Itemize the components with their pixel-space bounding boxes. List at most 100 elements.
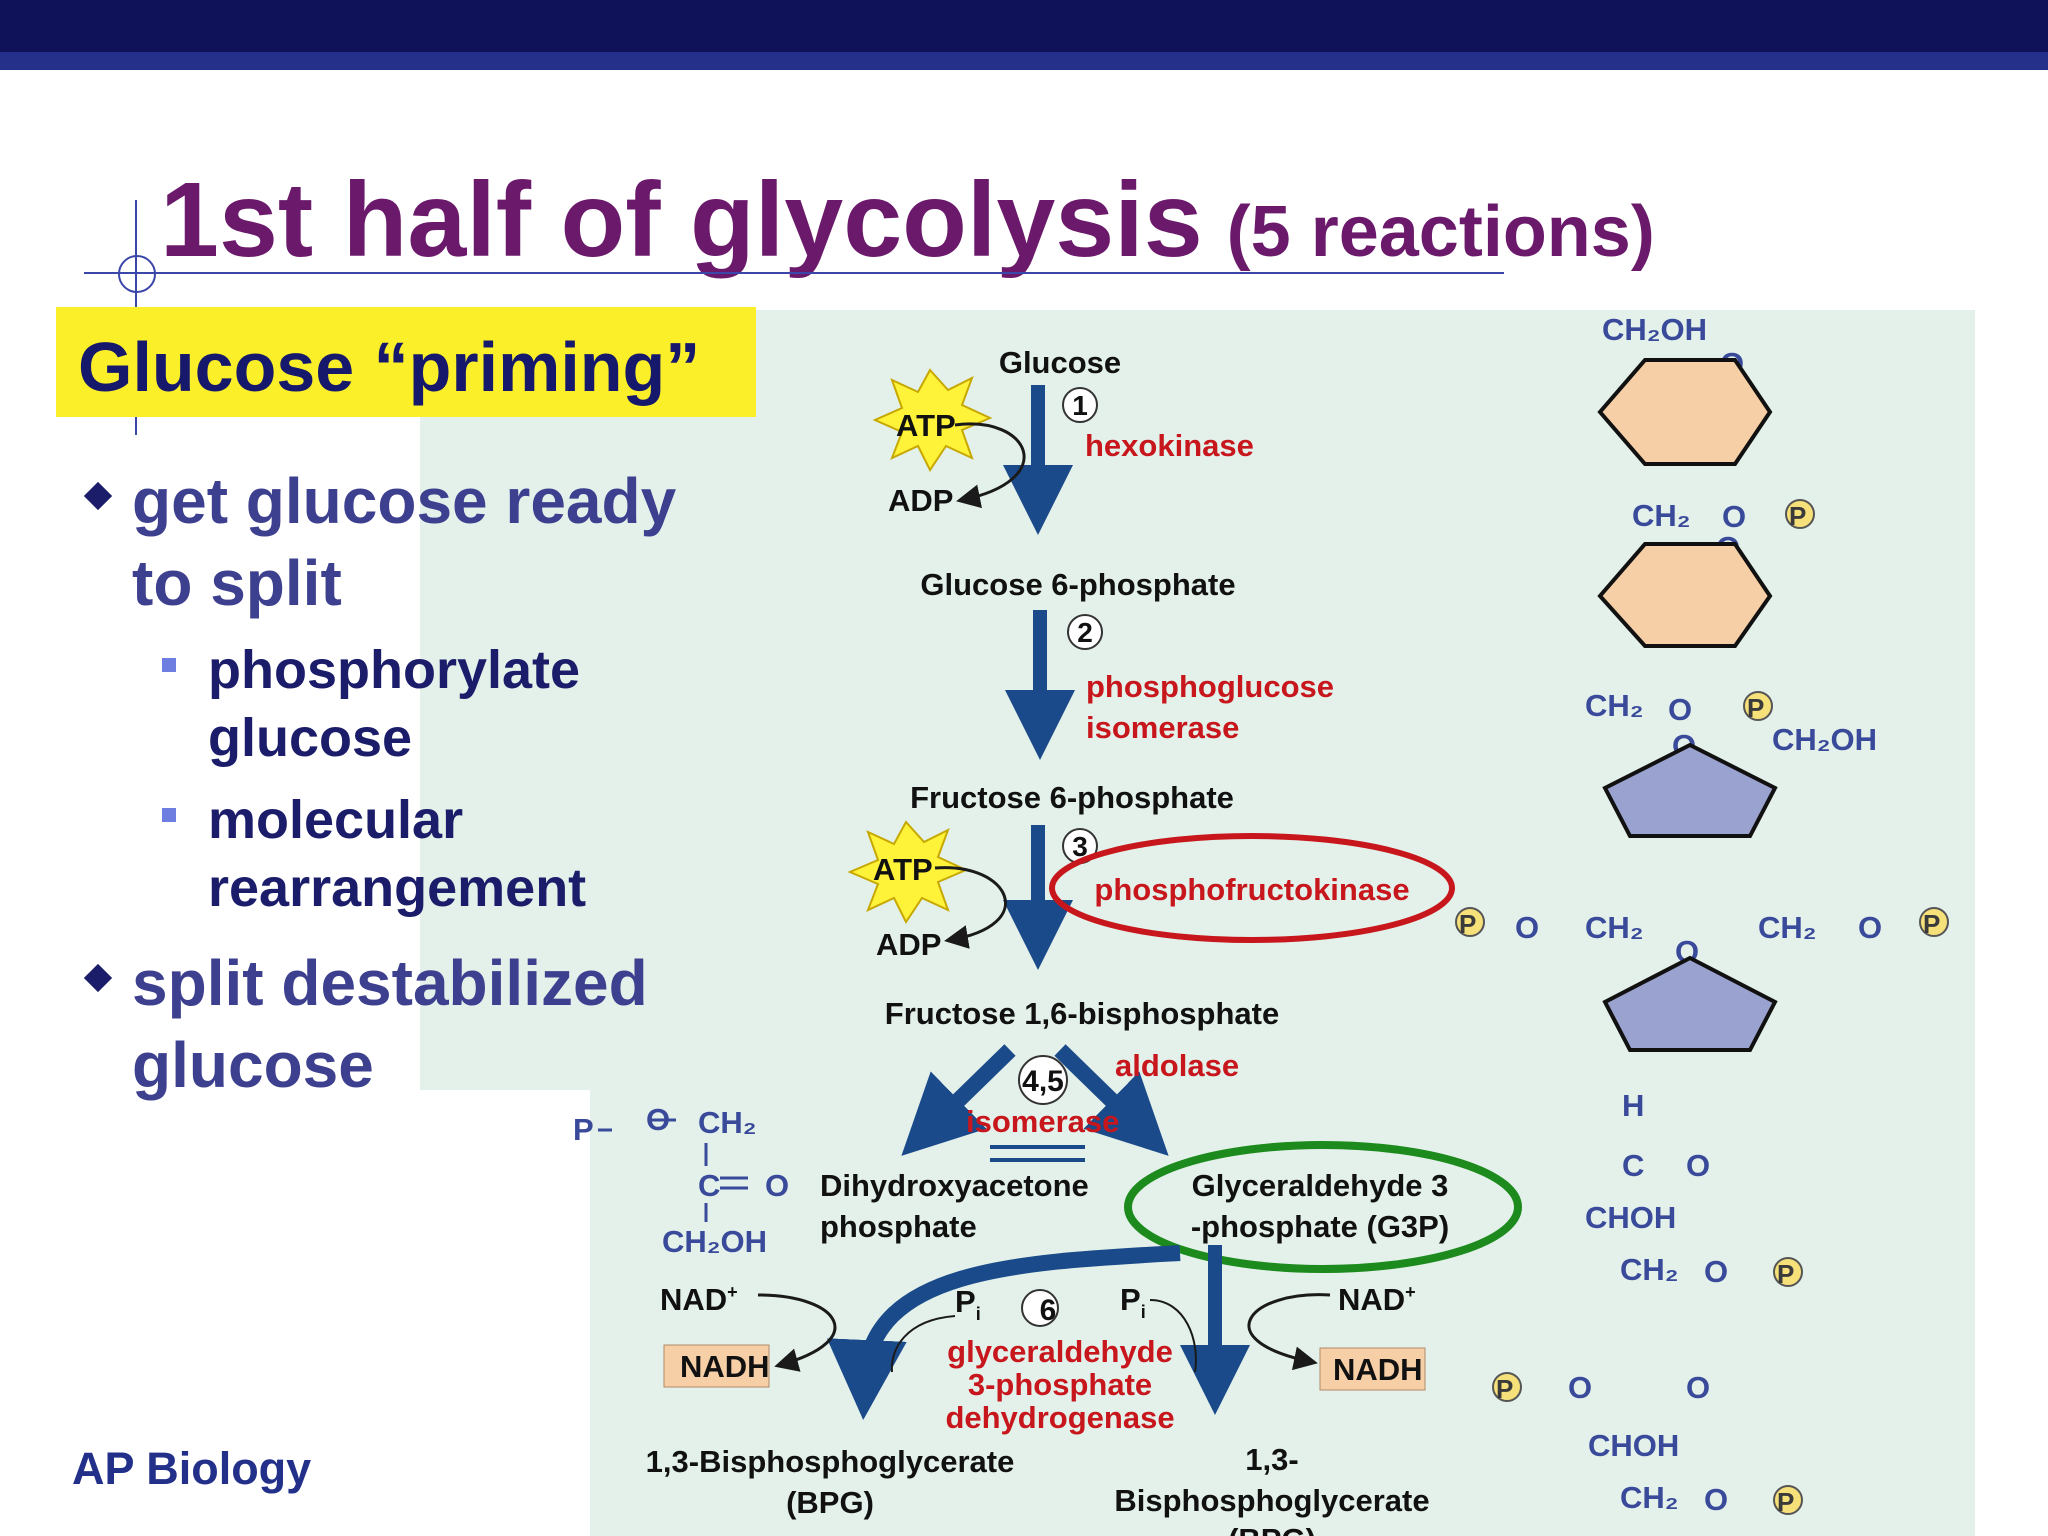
arrow-step6-left bbox=[826, 1245, 1181, 1420]
bullet-1: get glucose ready to split bbox=[132, 460, 676, 624]
phosphate-ball-label: P bbox=[1777, 1487, 1794, 1517]
label-g3p-line1: Glyceraldehyde 3 bbox=[1192, 1168, 1449, 1203]
arrow-aldolase-left bbox=[901, 1044, 1016, 1156]
bpg-ch2: CH₂ bbox=[1620, 1480, 1679, 1515]
sub-bullet-1: phosphorylate glucose bbox=[208, 636, 580, 772]
atp-curve-arrow-2 bbox=[934, 866, 1007, 949]
phosphate-ball-icon bbox=[1773, 1257, 1803, 1287]
atp-label-2: ATP bbox=[873, 852, 933, 887]
pi-right: Pi bbox=[1120, 1282, 1146, 1322]
nadh-left: NADH bbox=[680, 1349, 770, 1384]
bpg-oxygen: O bbox=[1704, 1482, 1728, 1517]
ch2-group: CH₂ bbox=[698, 1105, 757, 1140]
enzyme-pgi-line2: isomerase bbox=[1086, 710, 1239, 745]
top-banner-stripe bbox=[0, 52, 2048, 70]
nad-left: NAD+ bbox=[660, 1282, 738, 1317]
enzyme-hexokinase: hexokinase bbox=[1085, 428, 1254, 463]
sub-bullet-2-line2: rearrangement bbox=[208, 858, 587, 918]
step-1-badge bbox=[1062, 387, 1098, 423]
label-bpg-left-line2: (BPG) bbox=[786, 1485, 874, 1520]
adp-label-1: ADP bbox=[888, 483, 953, 518]
sub-bullet-1-line1: phosphorylate bbox=[208, 640, 581, 700]
f16bp-ch2-left: CH₂ bbox=[1585, 910, 1644, 945]
g3p-highlight-circle bbox=[1124, 1141, 1522, 1273]
step-1-number: 1 bbox=[1072, 390, 1088, 421]
step-6-number: 6 bbox=[1040, 1294, 1057, 1327]
g3p-oxygen: O bbox=[1704, 1254, 1728, 1289]
enzyme-isomerase: isomerase bbox=[966, 1104, 1119, 1139]
sub-bullet-square-icon bbox=[162, 808, 176, 822]
nadh-right-box bbox=[1319, 1347, 1426, 1391]
enzyme-gapdh-line1: glyceraldehyde bbox=[947, 1334, 1173, 1369]
glucose-ch2oh: CH₂OH bbox=[1602, 312, 1707, 347]
pi-left: Pi bbox=[955, 1284, 981, 1324]
carbon-symbol: C bbox=[698, 1168, 720, 1203]
bullet-1-line2: to split bbox=[132, 547, 342, 619]
label-g6p: Glucose 6-phosphate bbox=[920, 567, 1235, 602]
nadh-right: NADH bbox=[1333, 1352, 1423, 1387]
bpg-carbonyl-oxygen: O bbox=[1686, 1370, 1710, 1405]
f6p-ring-pentagon bbox=[1602, 742, 1778, 838]
g3p-ch2: CH₂ bbox=[1620, 1252, 1679, 1287]
title-sub: (5 reactions) bbox=[1226, 192, 1655, 272]
phosphate-ball-icon bbox=[1773, 1485, 1803, 1515]
step-45-badge bbox=[1018, 1055, 1068, 1105]
label-bpg-right-line3: (BPG) bbox=[1228, 1522, 1316, 1536]
dhap-structure: P O CH₂ C O CH₂OH bbox=[573, 1102, 789, 1259]
g6p-ring-hexagon bbox=[1597, 542, 1773, 648]
step-2-number: 2 bbox=[1077, 617, 1093, 648]
atp-label-1: ATP bbox=[896, 408, 956, 443]
atp-burst-icon bbox=[847, 820, 969, 924]
label-f16bp: Fructose 1,6-bisphosphate bbox=[885, 996, 1279, 1031]
atp-burst-icon bbox=[872, 368, 993, 472]
nad-right: NAD+ bbox=[1338, 1282, 1416, 1317]
slide-title: 1st half of glycolysis (5 reactions) bbox=[160, 160, 1655, 281]
title-main: 1st half of glycolysis bbox=[160, 161, 1203, 279]
f6p-oxygen: O bbox=[1668, 692, 1692, 727]
atp-curve-arrow-1 bbox=[954, 422, 1026, 509]
g6p-ch2: CH₂ bbox=[1632, 498, 1691, 533]
phosphate-ball-icon bbox=[1785, 499, 1815, 529]
sub-bullet-1-line2: glucose bbox=[208, 708, 413, 768]
diagram-background bbox=[420, 310, 1975, 1536]
f16bp-ch2-right: CH₂ bbox=[1758, 910, 1817, 945]
f16bp-oxygen-left: O bbox=[1515, 910, 1539, 945]
pi-curve-arrow-left bbox=[890, 1315, 956, 1373]
priming-highlight-box: Glucose “priming” bbox=[56, 307, 756, 417]
g3p-carbonyl-oxygen: O bbox=[1686, 1148, 1710, 1183]
glucose-ring-hexagon bbox=[1597, 358, 1773, 466]
adp-label-2: ADP bbox=[876, 927, 941, 962]
phosphate-ball-icon bbox=[1492, 1372, 1522, 1402]
nad-curve-arrow-left bbox=[757, 1293, 837, 1372]
phosphate-ball-label: P bbox=[1459, 909, 1476, 939]
title-underline bbox=[84, 272, 1504, 274]
bullet-2: split destabilized glucose bbox=[132, 942, 648, 1106]
label-dhap-line2: phosphate bbox=[820, 1209, 977, 1244]
label-bpg-left-line1: 1,3-Bisphosphoglycerate bbox=[646, 1444, 1015, 1479]
footer-ap-biology: AP Biology bbox=[72, 1443, 312, 1494]
label-dhap-line1: Dihydroxyacetone bbox=[820, 1168, 1089, 1203]
phosphate-ball-icon bbox=[1743, 691, 1773, 721]
phosphate-ball-label: P bbox=[1747, 693, 1764, 723]
phosphate-ball-label: P bbox=[1777, 1259, 1794, 1289]
f16bp-oxygen-right: O bbox=[1858, 910, 1882, 945]
nadh-left-box bbox=[663, 1344, 770, 1388]
phosphate-symbol: P bbox=[573, 1112, 594, 1147]
oxygen-symbol: O bbox=[765, 1168, 789, 1203]
phosphate-ball-label: P bbox=[1789, 501, 1806, 531]
crosshair-icon bbox=[118, 255, 156, 293]
label-bpg-right-line2: Bisphosphoglycerate bbox=[1114, 1483, 1429, 1518]
g6p-oxygen: O bbox=[1722, 499, 1746, 534]
enzyme-gapdh-line2: 3-phosphate bbox=[968, 1367, 1152, 1402]
priming-label: Glucose “priming” bbox=[78, 328, 701, 406]
bullet-1-line1: get glucose ready bbox=[132, 465, 677, 537]
diagram-background-cutout bbox=[420, 1090, 590, 1536]
phosphate-ball-label: P bbox=[1923, 909, 1940, 939]
phosphate-ball-icon bbox=[1919, 907, 1949, 937]
arrow-aldolase-right bbox=[1054, 1044, 1169, 1156]
step-6-badge bbox=[1021, 1289, 1059, 1327]
enzyme-gapdh-line3: dehydrogenase bbox=[945, 1400, 1174, 1435]
label-glucose: Glucose bbox=[999, 345, 1121, 380]
bpg-choh: CHOH bbox=[1588, 1428, 1679, 1463]
